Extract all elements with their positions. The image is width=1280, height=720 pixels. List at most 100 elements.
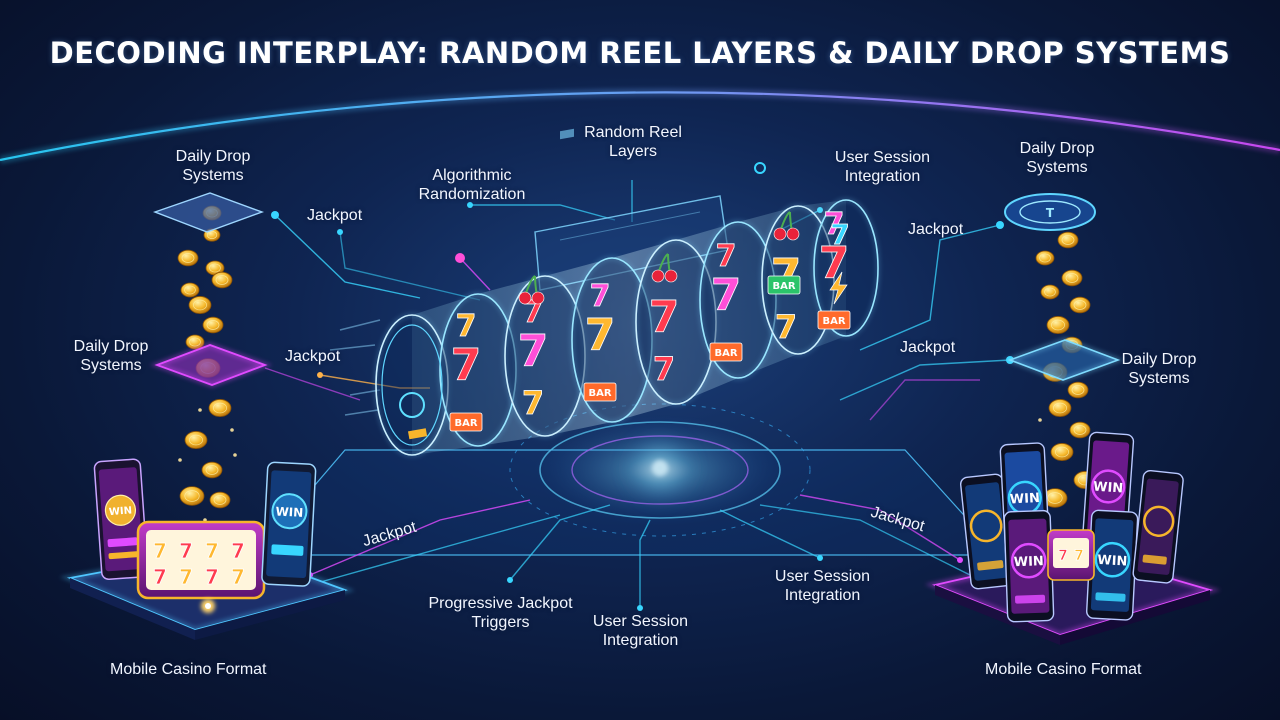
seven-icon: 7 (775, 308, 797, 346)
coin-icon (188, 296, 212, 314)
seven-icon: 7 (830, 218, 849, 251)
coin-icon (1067, 381, 1089, 399)
page-title: DECODING INTERPLAY: RANDOM REEL LAYERS &… (49, 36, 1231, 70)
label-jackpot-mid-left: Jackpot (285, 348, 341, 365)
seven-icon: 7 (590, 279, 611, 314)
bar-icon: BAR (817, 310, 851, 330)
seven-icon: 7 (451, 340, 482, 391)
svg-text:BAR: BAR (454, 418, 477, 429)
lightning-icon (829, 271, 848, 305)
label-user-session-right: User Session Integration (774, 568, 871, 604)
seven-icon: 7 (153, 565, 167, 589)
label-jackpot-top-left: Jackpot (307, 207, 363, 224)
label-random-reel-layers: Random Reel Layers (584, 124, 682, 160)
phone (959, 473, 1014, 590)
phone: WIN (1086, 509, 1139, 621)
label-daily-drop-top-left: Daily Drop Systems (175, 148, 251, 184)
cherry-icon (651, 253, 678, 283)
win-text: WIN (1097, 553, 1128, 570)
win-text: WIN (109, 505, 133, 518)
seven-icon: 7 (819, 238, 850, 289)
coin-icon (1050, 443, 1074, 461)
bar-icon: BAR (449, 412, 483, 432)
coin-icon (180, 282, 200, 298)
coin-icon (179, 486, 205, 506)
seven-icon: 7 (1058, 548, 1068, 564)
coin-icon (1069, 421, 1091, 439)
seven-icon: 7 (518, 326, 549, 377)
coin-icon (1046, 316, 1070, 334)
coin-icon (1057, 231, 1079, 249)
bar-icon: BAR (709, 342, 743, 362)
coin-icon (184, 431, 208, 449)
label-progressive-jackpot: Progressive Jackpot Triggers (428, 595, 573, 631)
cherry-icon (773, 211, 800, 241)
label-user-session-bottom: User Session Integration (592, 613, 689, 649)
label-daily-drop-mid-right: Daily Drop Systems (1121, 351, 1197, 387)
coin-icon (1069, 296, 1091, 314)
seven-icon: 7 (456, 309, 477, 344)
label-mobile-format-left: Mobile Casino Format (110, 661, 267, 678)
coin-icon (202, 316, 224, 334)
bar-icon: BAR (767, 275, 801, 295)
seven-icon: 7 (716, 239, 737, 274)
seven-icon: 7 (824, 207, 845, 242)
label-daily-drop-mid-left: Daily Drop Systems (73, 338, 149, 374)
label-jackpot-mid-right: Jackpot (900, 339, 956, 356)
label-jackpot-top-right: Jackpot (908, 221, 964, 238)
seven-icon: 7 (153, 539, 167, 563)
seven-icon: 7 (179, 565, 193, 589)
coin-icon (177, 249, 199, 267)
coin-icon (1040, 284, 1060, 300)
label-user-session-top: User Session Integration (834, 149, 931, 185)
svg-text:BAR: BAR (714, 348, 737, 359)
seven-icon: 7 (653, 350, 675, 388)
svg-text:BAR: BAR (772, 281, 795, 292)
coin-icon (201, 461, 223, 479)
coin-icon (185, 334, 205, 350)
label-daily-drop-top-right: Daily Drop Systems (1019, 140, 1095, 176)
win-text: WIN (1093, 479, 1124, 496)
win-text: WIN (275, 504, 303, 519)
phone: WIN (1003, 509, 1055, 623)
drop-platform-top-right: T (1004, 193, 1096, 231)
seven-icon: 7 (522, 384, 544, 422)
seven-icon: 7 (231, 539, 245, 563)
svg-text:BAR: BAR (822, 316, 845, 327)
central-floor-platform (253, 403, 1002, 556)
seven-icon: 7 (711, 270, 742, 321)
seven-icon: 7 (649, 292, 680, 343)
coin-icon (1061, 269, 1083, 287)
drop-platform-mid-left (149, 342, 273, 388)
coin-icon (208, 399, 232, 417)
bar-icon: BAR (583, 382, 617, 402)
connector-nodes (271, 162, 1014, 611)
win-text: WIN (1009, 491, 1040, 508)
seven-icon: 7 (205, 565, 219, 589)
label-algorithmic-randomization: Algorithmic Randomization (418, 167, 526, 203)
svg-text:T: T (1046, 206, 1055, 220)
win-text: WIN (1013, 554, 1044, 570)
drop-platform-mid-right (1002, 337, 1126, 383)
coin-icon (205, 260, 225, 276)
seven-icon: 7 (231, 565, 245, 589)
coin-icon (1035, 250, 1055, 266)
drop-platform-top-left (152, 192, 265, 233)
speed-streaks (329, 319, 381, 416)
svg-text:BAR: BAR (588, 388, 611, 399)
coin-icon (209, 491, 231, 509)
cherry-icon (518, 275, 545, 305)
coin-icon (211, 271, 233, 289)
coin-stream-left (177, 205, 1092, 522)
label-mobile-format-right: Mobile Casino Format (985, 661, 1142, 678)
phone (1132, 469, 1184, 584)
seven-icon: 7 (585, 310, 616, 361)
coin-icon (1048, 399, 1072, 417)
seven-icon: 7 (1074, 548, 1084, 564)
